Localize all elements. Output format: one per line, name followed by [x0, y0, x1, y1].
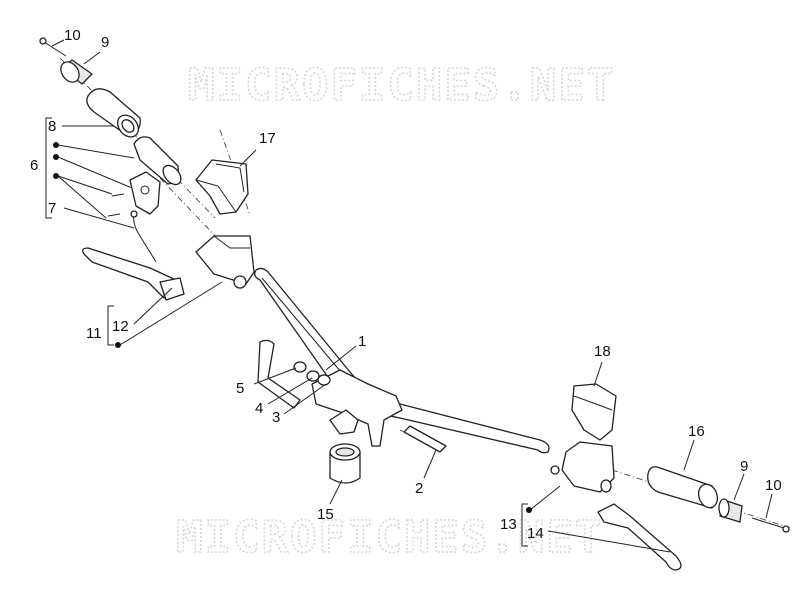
- callout-13: 13: [500, 516, 517, 533]
- screw-top-part-10: [39, 37, 67, 57]
- callout-8: 8: [48, 118, 56, 135]
- throttle-housing: [107, 171, 161, 217]
- callout-12: 12: [112, 318, 129, 335]
- group-brackets: [45, 117, 528, 547]
- bolt-part-2: [403, 425, 447, 453]
- watermark-bottom: MICROFICHES.NET: [176, 512, 603, 563]
- callout-15: 15: [317, 506, 334, 523]
- callout-6: 6: [30, 157, 38, 174]
- throttle-cable-part-7: [130, 210, 157, 263]
- bar-end-weight-right-part-9: [718, 498, 743, 523]
- right-grip-part-16: [647, 466, 719, 509]
- handlebar-part-1: [254, 267, 550, 454]
- callout-10-top: 10: [64, 27, 81, 44]
- callout-4: 4: [255, 400, 263, 417]
- left-master-cylinder: [195, 235, 255, 289]
- callout-10-right: 10: [765, 477, 782, 494]
- callout-18: 18: [594, 343, 611, 360]
- callout-7: 7: [48, 200, 56, 217]
- bullet-dots: [53, 142, 532, 513]
- bent-tube-part-5: [257, 339, 301, 409]
- callout-1: 1: [358, 333, 366, 350]
- right-lever-part-14: [597, 503, 682, 571]
- right-cover-part-18: [571, 383, 617, 441]
- callout-9-right: 9: [740, 458, 748, 475]
- callout-labels: 10 9 8 6 7 17 12 11 1 5 4 3 2 15 18 16 9…: [30, 27, 782, 542]
- left-lever-part-12: [82, 247, 185, 301]
- leader-lines: [51, 39, 773, 553]
- handlebar-support: [311, 369, 403, 447]
- callout-9-top: 9: [101, 34, 109, 51]
- clamp-part-15: [329, 443, 361, 484]
- bar-end-weight-top-part-9: [60, 59, 93, 85]
- left-cover-part-17: [195, 159, 249, 215]
- left-grip-part-8: [86, 88, 141, 138]
- watermark-top: MICROFICHES.NET: [188, 60, 615, 111]
- throttle-tube: [133, 136, 182, 186]
- callout-3: 3: [272, 409, 280, 426]
- callout-17: 17: [259, 130, 276, 147]
- right-master-cylinder: [550, 441, 615, 493]
- spacers-part-3-4: [293, 361, 331, 386]
- callout-16: 16: [688, 423, 705, 440]
- screw-right-part-10: [751, 517, 790, 533]
- callout-14: 14: [527, 525, 544, 542]
- callout-2: 2: [415, 480, 423, 497]
- callout-5: 5: [236, 380, 244, 397]
- callout-11: 11: [86, 325, 102, 342]
